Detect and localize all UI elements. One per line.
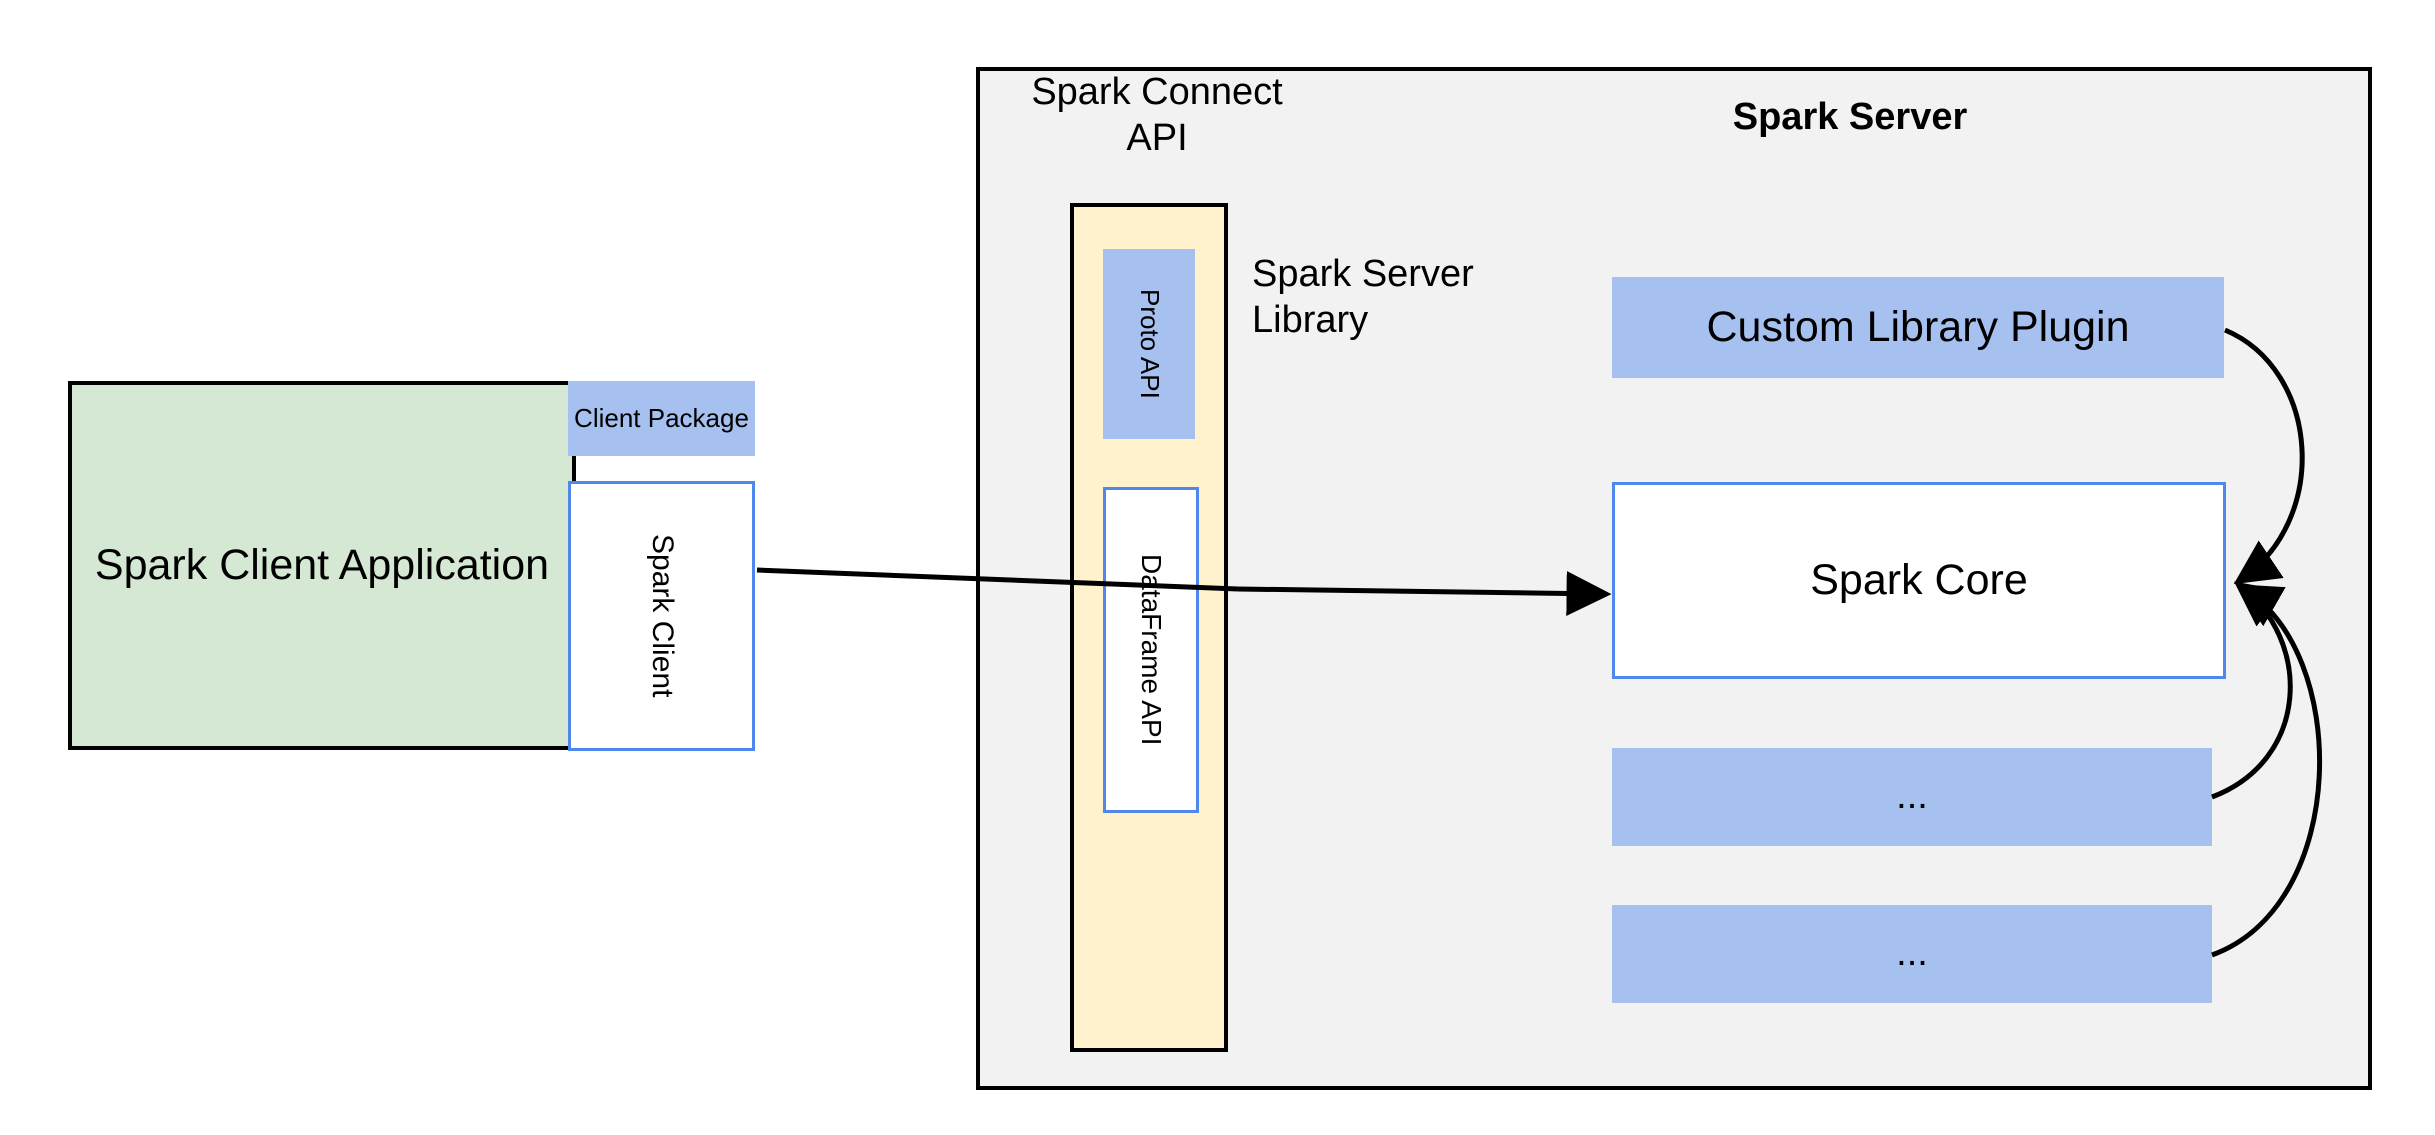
client-package-box[interactable]: Client Package: [568, 381, 755, 456]
proto-api-box[interactable]: Proto API: [1103, 249, 1195, 439]
custom-library-plugin-box[interactable]: Custom Library Plugin: [1612, 277, 2224, 378]
proto-api-label: Proto API: [1134, 289, 1165, 399]
spark-client-application-box[interactable]: Spark Client Application: [68, 381, 576, 750]
spark-client-label: Spark Client: [645, 534, 679, 698]
spark-core-box[interactable]: Spark Core: [1612, 482, 2226, 679]
spark-server-title: Spark Server: [1732, 96, 1968, 138]
plugin-ellipsis-box-1[interactable]: ...: [1612, 748, 2212, 846]
dataframe-api-label: DataFrame API: [1136, 554, 1168, 746]
dataframe-api-box[interactable]: DataFrame API: [1103, 487, 1199, 813]
spark-server-library-label: Spark Server Library: [1252, 253, 1474, 341]
plugin-ellipsis-box-2[interactable]: ...: [1612, 905, 2212, 1003]
spark-client-box[interactable]: Spark Client: [568, 481, 755, 751]
spark-connect-api-label: Spark Connect API: [1031, 71, 1283, 159]
